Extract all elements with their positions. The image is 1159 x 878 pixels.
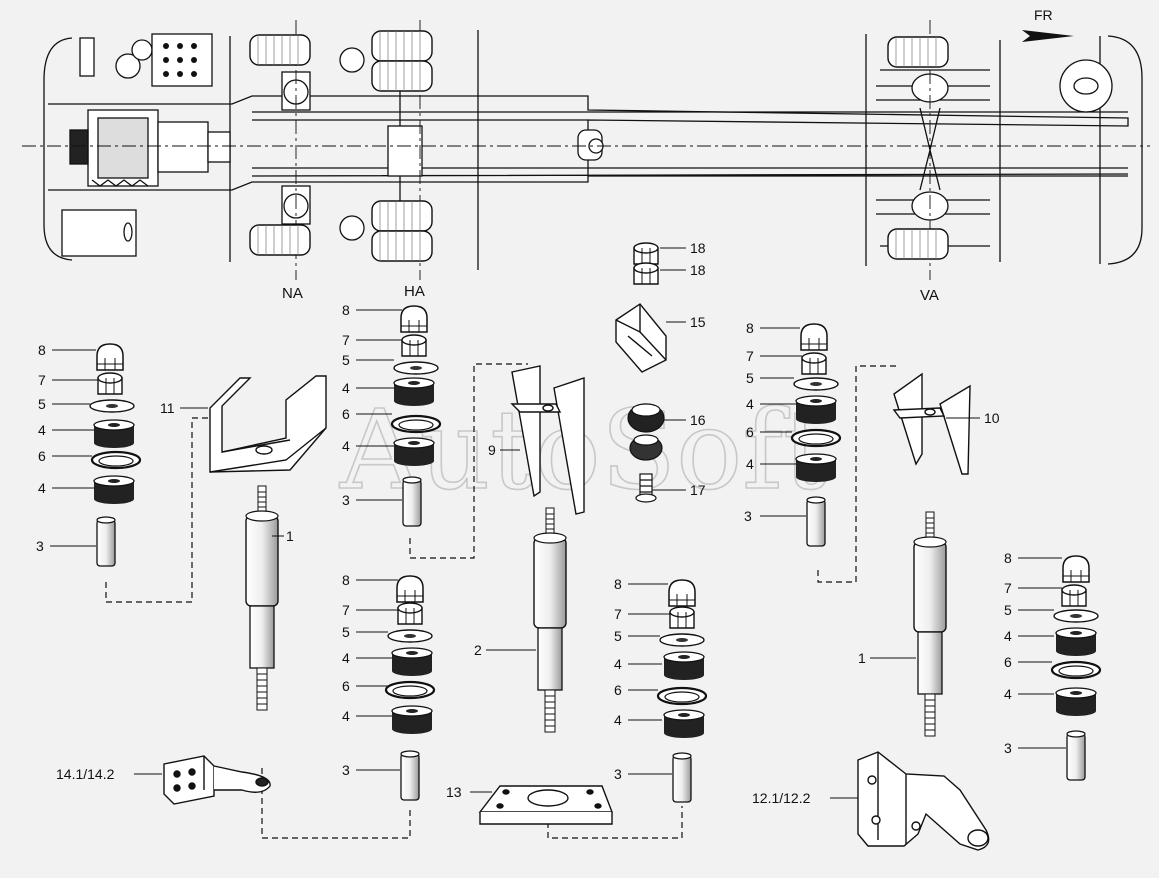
wedge-15 (615, 303, 667, 373)
assembly-dashed-lines (105, 363, 900, 839)
bracket-10 (892, 372, 971, 475)
u-bracket (209, 375, 327, 473)
rubber-bushing-16 (627, 403, 665, 461)
base-plate-13 (478, 785, 614, 825)
callout-4: 4 (342, 650, 350, 666)
callout-14: 14.1/14.2 (56, 766, 115, 782)
direction-indicator: FR (1022, 7, 1074, 42)
callout-8: 8 (746, 320, 754, 336)
callout-3: 3 (744, 508, 752, 524)
shock-absorber-1-left (245, 485, 279, 711)
callout-4: 4 (746, 396, 754, 412)
nut-18-a (633, 242, 659, 265)
callout-1: 1 (858, 650, 866, 666)
axle-label-va: VA (920, 287, 939, 304)
callout-7: 7 (1004, 580, 1012, 596)
callout-7: 7 (342, 332, 350, 348)
callout-numbers: 8 7 5 4 6 4 3 11 1 14.1/14.2 8 7 5 4 6 4… (36, 240, 1012, 806)
callout-18: 18 (690, 240, 706, 256)
callout-7: 7 (746, 348, 754, 364)
callout-17: 17 (690, 482, 706, 498)
direction-arrow-icon (1022, 30, 1074, 42)
callout-3: 3 (36, 538, 44, 554)
callout-5: 5 (746, 370, 754, 386)
callout-4: 4 (746, 456, 754, 472)
callout-5: 5 (38, 396, 46, 412)
callout-3: 3 (342, 762, 350, 778)
callout-4: 4 (38, 480, 46, 496)
bracket-14 (163, 755, 271, 805)
callout-8: 8 (1004, 550, 1012, 566)
callout-6: 6 (38, 448, 46, 464)
callout-8: 8 (342, 572, 350, 588)
chassis-overview (22, 20, 1150, 280)
stack-lower-mid (656, 579, 708, 803)
stack-far-right (1050, 555, 1102, 781)
stack-left (89, 343, 142, 567)
callout-6: 6 (342, 406, 350, 422)
callout-12: 12.1/12.2 (752, 790, 811, 806)
callout-9: 9 (488, 442, 496, 458)
shock-absorber-1-right (913, 511, 947, 737)
callout-4: 4 (614, 712, 622, 728)
callout-1: 1 (286, 528, 294, 544)
callout-15: 15 (690, 314, 706, 330)
shock-absorber-2 (533, 507, 567, 733)
callout-5: 5 (342, 352, 350, 368)
bolt-17 (635, 473, 657, 503)
callout-4: 4 (1004, 628, 1012, 644)
callout-7: 7 (342, 602, 350, 618)
callout-18: 18 (690, 262, 706, 278)
callout-4: 4 (342, 438, 350, 454)
callout-7: 7 (614, 606, 622, 622)
callout-6: 6 (746, 424, 754, 440)
callout-3: 3 (1004, 740, 1012, 756)
nut-18-b (633, 262, 659, 285)
bracket-12 (857, 751, 990, 851)
callout-10: 10 (984, 410, 1000, 426)
callout-5: 5 (1004, 602, 1012, 618)
callout-4: 4 (342, 708, 350, 724)
callout-leaders (50, 247, 1066, 799)
callout-11: 11 (160, 400, 175, 416)
callout-4: 4 (38, 422, 46, 438)
callout-8: 8 (614, 576, 622, 592)
callout-6: 6 (614, 682, 622, 698)
bracket-9 (510, 365, 585, 515)
callout-5: 5 (614, 628, 622, 644)
callout-7: 7 (38, 372, 46, 388)
callout-13: 13 (446, 784, 462, 800)
callout-16: 16 (690, 412, 706, 428)
callout-6: 6 (1004, 654, 1012, 670)
callout-4: 4 (1004, 686, 1012, 702)
callout-3: 3 (614, 766, 622, 782)
axle-label-na: NA (282, 285, 303, 302)
callout-2: 2 (474, 642, 482, 658)
direction-label: FR (1034, 7, 1053, 23)
battery-grid (163, 43, 197, 77)
callout-8: 8 (38, 342, 46, 358)
callout-6: 6 (342, 678, 350, 694)
callout-4: 4 (614, 656, 622, 672)
callout-4: 4 (342, 380, 350, 396)
callout-5: 5 (342, 624, 350, 640)
callout-8: 8 (342, 302, 350, 318)
callout-3: 3 (342, 492, 350, 508)
axle-label-ha: HA (404, 283, 425, 300)
